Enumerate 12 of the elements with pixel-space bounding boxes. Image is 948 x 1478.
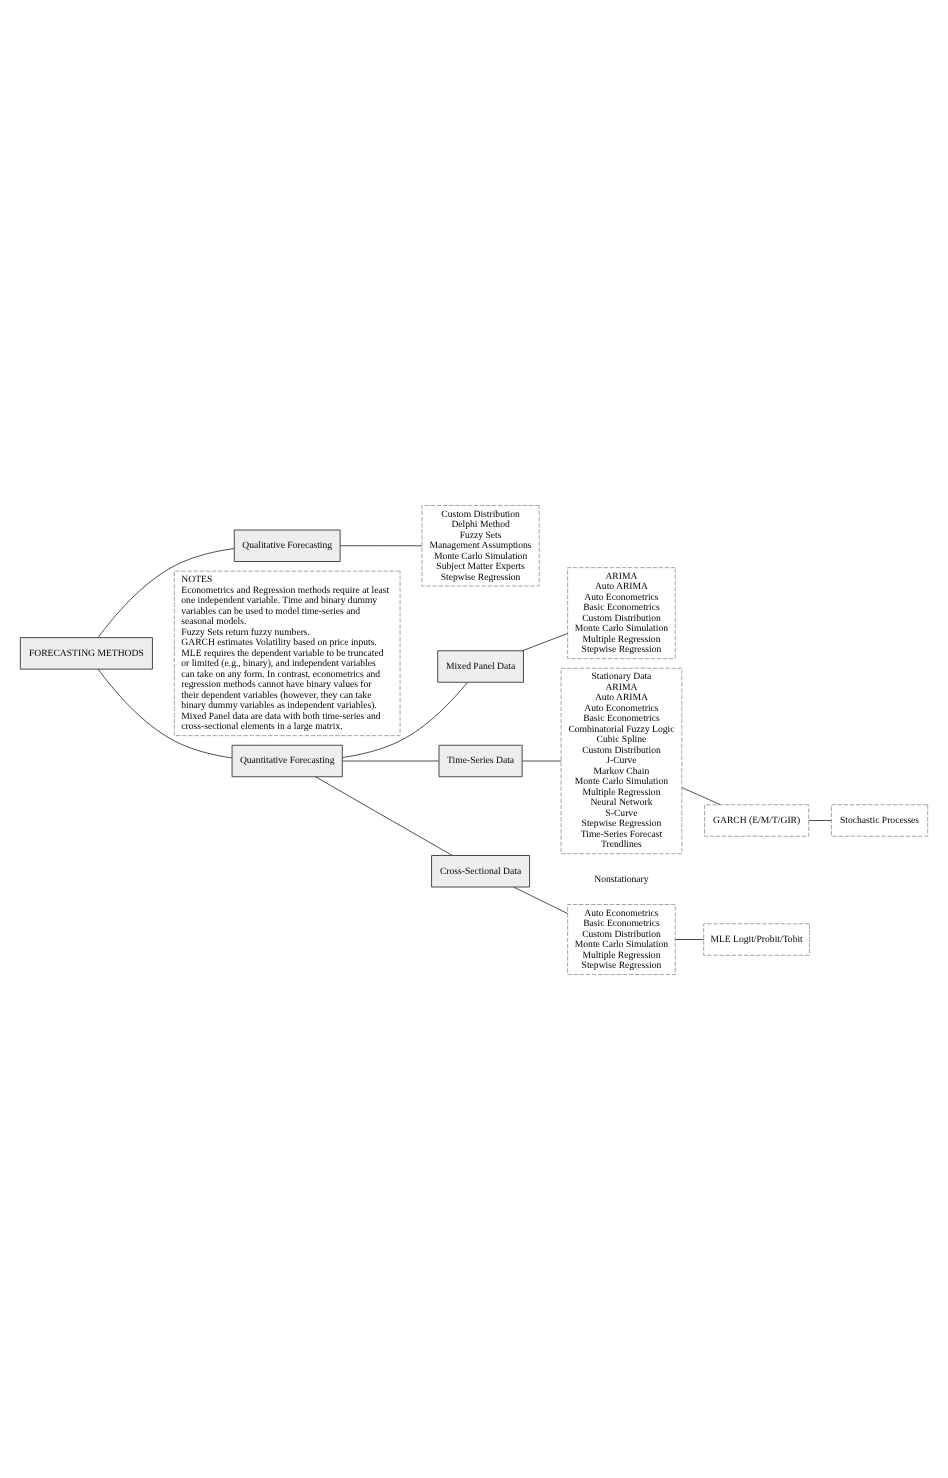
connector [342, 759, 440, 761]
connector [97, 547, 235, 637]
connector [513, 885, 568, 913]
connector [342, 680, 468, 757]
connector [681, 786, 721, 805]
connector [808, 819, 832, 820]
connector [315, 775, 453, 855]
connector [97, 667, 233, 758]
connector [675, 938, 705, 939]
connector [339, 544, 423, 546]
connector [522, 759, 562, 761]
connector [522, 632, 568, 651]
